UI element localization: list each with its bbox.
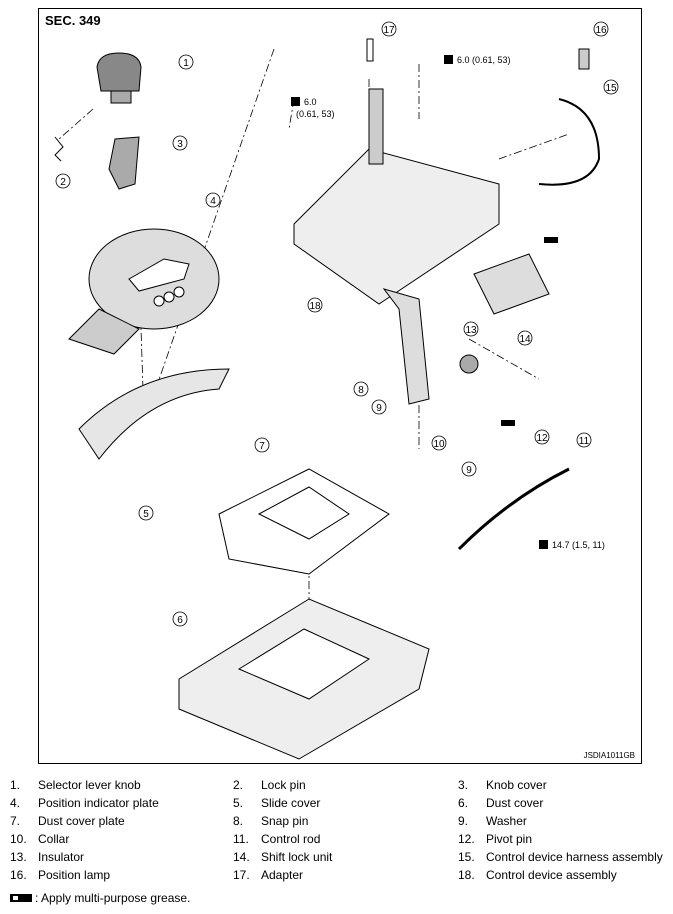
- callout-10: [431, 435, 447, 451]
- callout-5-label: 5: [143, 509, 149, 520]
- slide-cover-shape: [78, 368, 230, 460]
- callout-9a-label: 9: [376, 403, 382, 414]
- knob-cover-shape: [108, 136, 140, 190]
- callout-17-label: 17: [383, 25, 395, 36]
- grease-icon: [544, 237, 558, 243]
- dust-cover-shape: [178, 598, 430, 760]
- legend-item: 10.Collar: [10, 832, 70, 846]
- callout-6: [172, 611, 188, 627]
- callout-5: [138, 505, 154, 521]
- legend-item: 5.Slide cover: [233, 796, 321, 810]
- grease-icon: [10, 894, 32, 902]
- torque-2b: (0.61, 53): [296, 109, 335, 119]
- callout-7: [254, 437, 270, 453]
- callout-3: [172, 135, 188, 151]
- torque-2a: 6.0: [304, 97, 317, 107]
- torque-icon: [444, 55, 453, 64]
- callout-4: [205, 192, 221, 208]
- callout-16: [593, 21, 609, 37]
- adapter-shape: [366, 38, 374, 62]
- callout-3-label: 3: [177, 139, 183, 150]
- legend-row: 13.Insulator 14.Shift lock unit 15.Contr…: [10, 850, 670, 868]
- callout-18-label: 18: [309, 301, 321, 312]
- dust-cover-plate-shape: [218, 468, 390, 575]
- callout-13: [463, 321, 479, 337]
- callout-13-label: 13: [465, 325, 477, 336]
- legend-item: 7.Dust cover plate: [10, 814, 125, 828]
- callout-4-label: 4: [210, 196, 216, 207]
- callout-7-label: 7: [259, 441, 265, 452]
- callout-14: [517, 330, 533, 346]
- torque-3: 14.7 (1.5, 11): [552, 540, 605, 550]
- legend-item: 16.Position lamp: [10, 868, 111, 882]
- insulator-shape: [459, 354, 479, 374]
- callout-12: [534, 429, 550, 445]
- control-device-shape: [293, 88, 500, 405]
- legend-item: 2.Lock pin: [233, 778, 306, 792]
- callout-6-label: 6: [177, 615, 183, 626]
- callout-circles: 1 2 3 4 5 6 7 8 9 9 10 11 12 13 14 15 16…: [55, 21, 619, 627]
- callout-8-label: 8: [358, 385, 364, 396]
- legend-item: 6.Dust cover: [458, 796, 544, 810]
- callout-12-label: 12: [536, 433, 548, 444]
- callout-1: [178, 54, 194, 70]
- callout-2-label: 2: [60, 177, 66, 188]
- indicator-plate-shape: [68, 228, 220, 355]
- legend-item: 12.Pivot pin: [458, 832, 533, 846]
- legend-item: 9.Washer: [458, 814, 527, 828]
- control-rod-shape: [457, 467, 570, 551]
- legend-item: 15.Control device harness assembly: [458, 850, 663, 864]
- callout-15: [603, 79, 619, 95]
- legend-item: 3.Knob cover: [458, 778, 547, 792]
- callout-10-label: 10: [433, 439, 445, 450]
- legend-item: 13.Insulator: [10, 850, 85, 864]
- torque-icon: [291, 97, 300, 106]
- callout-9b-label: 9: [466, 465, 472, 476]
- legend-item: 18.Control device assembly: [458, 868, 617, 882]
- legend-item: 11.Control rod: [233, 832, 321, 846]
- section-label: SEC. 349: [45, 13, 101, 28]
- torque-1: 6.0 (0.61, 53): [457, 55, 511, 65]
- callout-18: [307, 297, 323, 313]
- callout-2: [55, 173, 71, 189]
- legend-row: 7.Dust cover plate 8.Snap pin 9.Washer: [10, 814, 670, 832]
- exploded-view-diagram: 1 2 3 4 5 6 7 8 9 9 10 11 12 13 14 15 16…: [54, 21, 619, 760]
- parts-legend: 1.Selector lever knob 2.Lock pin 3.Knob …: [10, 778, 670, 886]
- position-lamp-shape: [578, 48, 590, 70]
- legend-item: 1.Selector lever knob: [10, 778, 141, 792]
- legend-row: 4.Position indicator plate 5.Slide cover…: [10, 796, 670, 814]
- figure-id: JSDIA1011GB: [583, 751, 635, 760]
- callout-8: [353, 381, 369, 397]
- legend-row: 16.Position lamp 17.Adapter 18.Control d…: [10, 868, 670, 886]
- shift-lock-shape: [473, 253, 550, 315]
- legend-item: 8.Snap pin: [233, 814, 309, 828]
- callout-17: [381, 21, 397, 37]
- diagram-frame: 1 2 3 4 5 6 7 8 9 9 10 11 12 13 14 15 16…: [38, 8, 642, 764]
- callout-11-label: 11: [579, 436, 590, 447]
- callout-9b: [461, 461, 477, 477]
- lock-pin-shape: [54, 136, 64, 162]
- torque-icon: [539, 540, 548, 549]
- callout-14-label: 14: [519, 334, 531, 345]
- callout-15-label: 15: [605, 83, 617, 94]
- callout-11: [576, 432, 592, 448]
- legend-item: 17.Adapter: [233, 868, 304, 882]
- grease-note: : Apply multi-purpose grease.: [10, 891, 190, 905]
- callout-9a: [371, 399, 387, 415]
- legend-row: 10.Collar 11.Control rod 12.Pivot pin: [10, 832, 670, 850]
- harness-shape: [538, 98, 601, 186]
- selector-knob-shape: [96, 52, 142, 104]
- legend-item: 14.Shift lock unit: [233, 850, 333, 864]
- grease-note-text: : Apply multi-purpose grease.: [35, 891, 191, 905]
- callout-16-label: 16: [595, 25, 607, 36]
- grease-icon: [501, 420, 515, 426]
- legend-item: 4.Position indicator plate: [10, 796, 159, 810]
- callout-1-label: 1: [183, 58, 189, 69]
- legend-row: 1.Selector lever knob 2.Lock pin 3.Knob …: [10, 778, 670, 796]
